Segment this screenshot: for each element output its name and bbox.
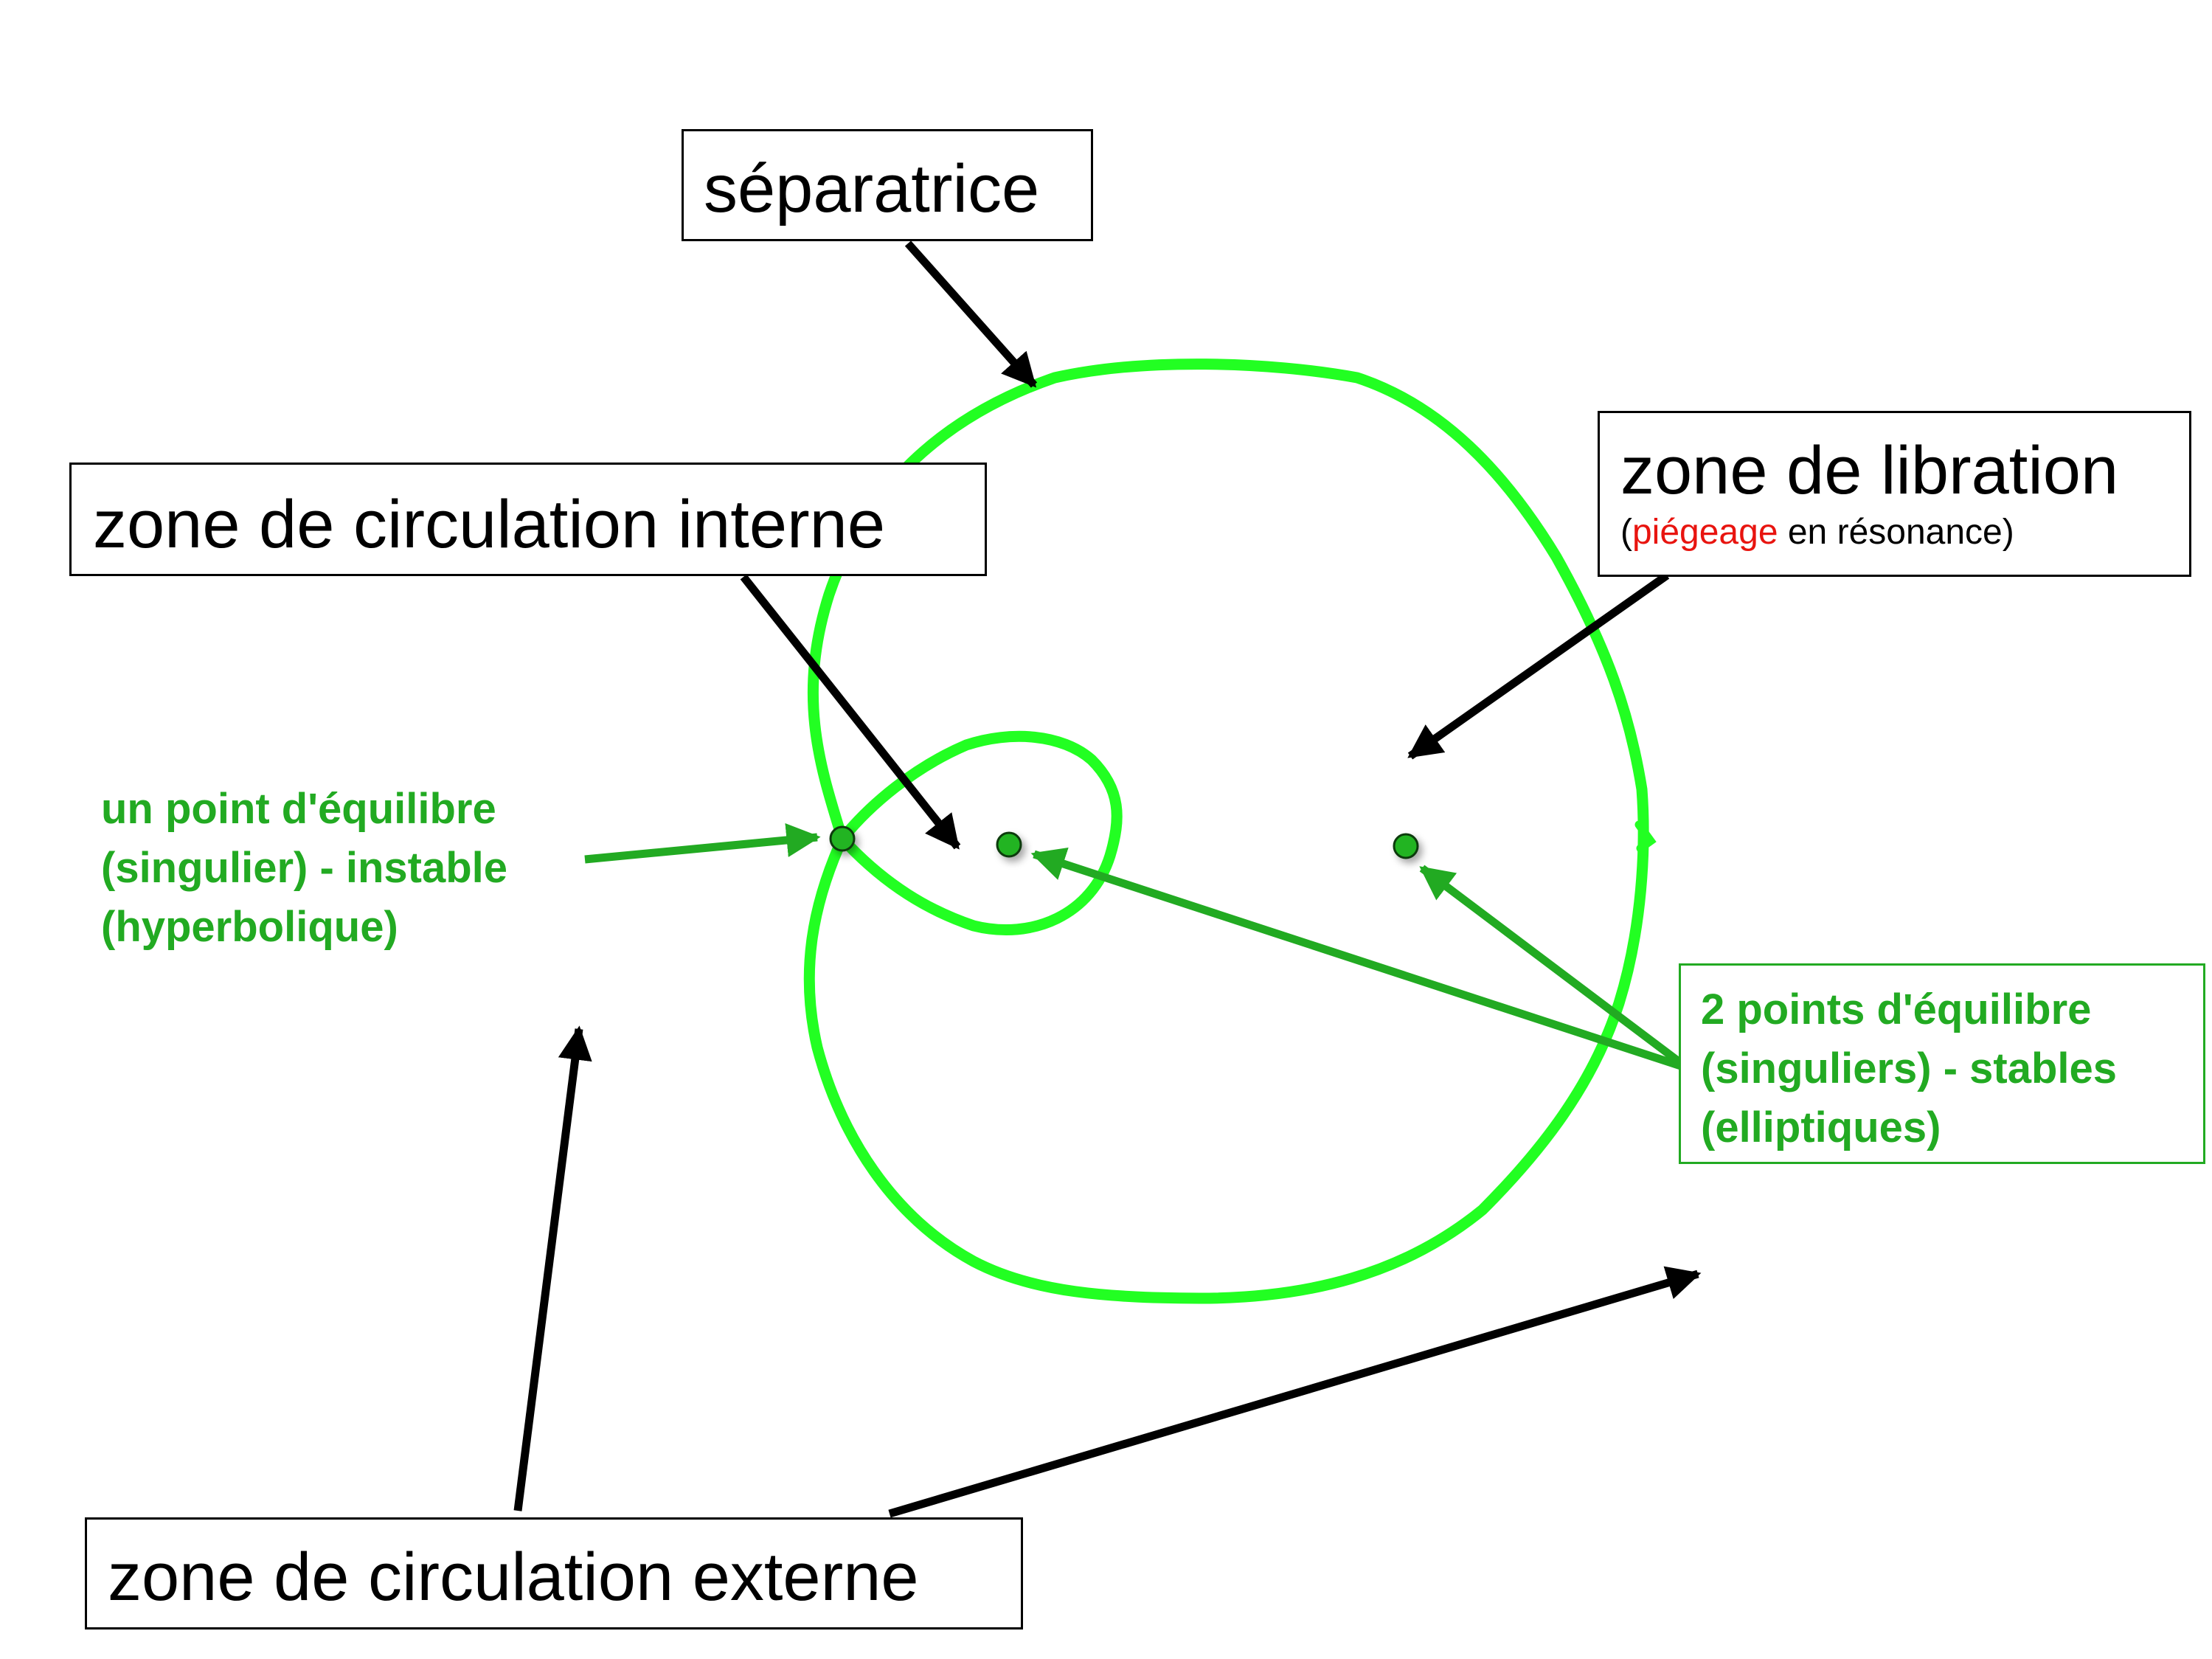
label-stable-points: 2 points d'équilibre (singuliers) - stab… xyxy=(1679,963,2205,1164)
label-zone-circulation-interne: zone de circulation interne xyxy=(69,463,987,576)
label-unstable-point: un point d'équilibre (singulier) - insta… xyxy=(101,780,507,957)
subtitle-rest: en résonance) xyxy=(1778,513,2014,552)
label-zone-circulation-externe: zone de circulation externe xyxy=(85,1517,1023,1629)
label-zone-libration-subtitle: (piégeage en résonance) xyxy=(1620,515,2189,550)
stable-points-line-1: 2 points d'équilibre xyxy=(1701,986,2092,1033)
unstable-point-line-3: (hyperbolique) xyxy=(101,903,398,952)
unstable-point-line-1: un point d'équilibre xyxy=(101,785,496,833)
subtitle-open-paren: ( xyxy=(1620,513,1632,552)
unstable-equilibrium-point xyxy=(829,825,856,852)
label-zone-libration: zone de libration (piégeage en résonance… xyxy=(1598,411,2191,577)
arrow-to-stable-point-left xyxy=(1030,847,1689,1073)
label-zone-circulation-externe-text: zone de circulation externe xyxy=(108,1539,919,1615)
label-separatrice-text: séparatrice xyxy=(704,151,1040,226)
arrow-to-internal-zone xyxy=(740,574,961,850)
arrow-to-separatrix xyxy=(904,240,1038,388)
stable-equilibrium-point-outer xyxy=(1393,833,1419,859)
label-zone-circulation-interne-text: zone de circulation interne xyxy=(93,487,885,562)
stable-points-line-3: (elliptiques) xyxy=(1701,1104,1941,1152)
separatrix-outer-lobe xyxy=(803,359,1649,1304)
label-zone-libration-title: zone de libration xyxy=(1620,433,2119,508)
separatrix-inner-lobe xyxy=(836,730,1123,936)
arrow-to-libration-zone xyxy=(1407,572,1670,760)
arrow-to-stable-point-right xyxy=(1419,865,1691,1072)
arrow-to-unstable-point xyxy=(584,822,821,864)
stable-points-line-2: (singuliers) - stables xyxy=(1701,1045,2118,1093)
stable-equilibrium-point-inner xyxy=(996,831,1022,858)
arrow-external-zone-right xyxy=(888,1266,1702,1518)
unstable-point-line-2: (singulier) - instable xyxy=(101,844,508,893)
label-separatrice: séparatrice xyxy=(682,129,1093,241)
subtitle-highlight-piegeage: piégeage xyxy=(1632,513,1778,552)
arrow-external-zone-left xyxy=(513,1025,592,1511)
separatrix-spur xyxy=(1634,820,1657,853)
